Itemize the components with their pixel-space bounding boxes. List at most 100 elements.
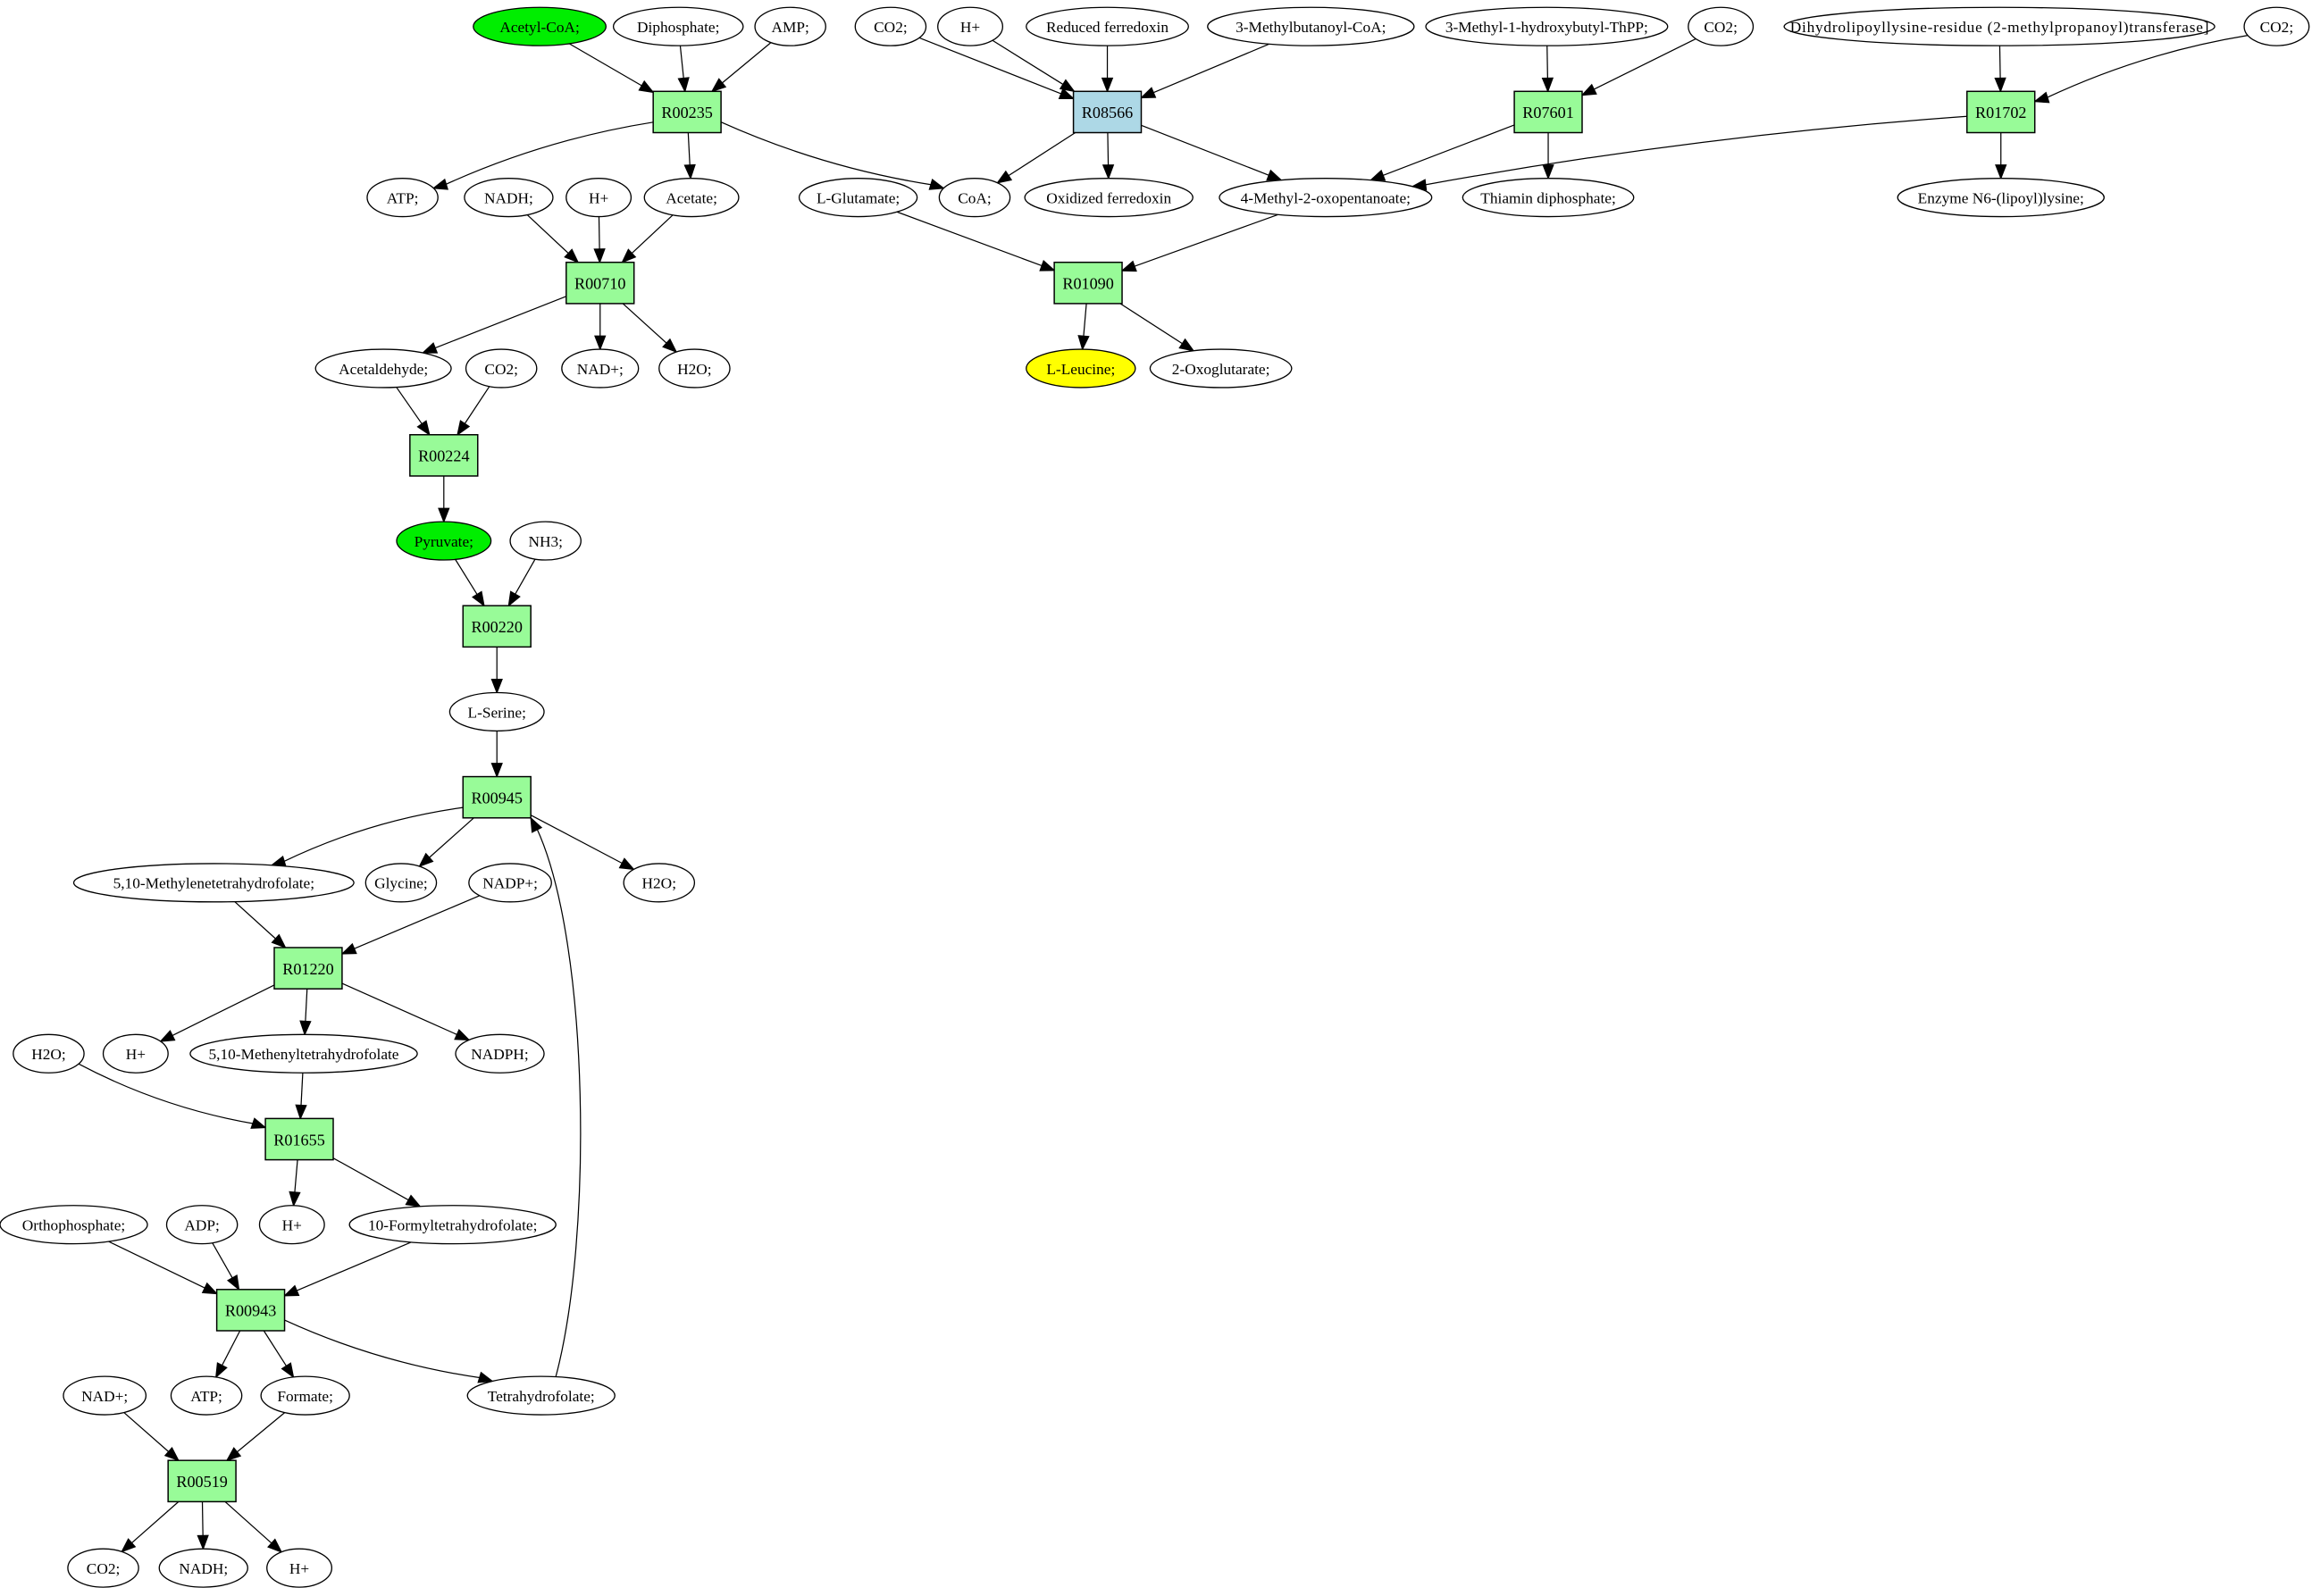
compound-node-oxferr[interactable]: Oxidized ferredoxin xyxy=(1024,177,1194,218)
edge-c_lserine-to-R00945 xyxy=(490,731,503,779)
compound-node-amp[interactable]: AMP; xyxy=(754,6,826,46)
reaction-label: R01655 xyxy=(273,1131,324,1149)
compound-label: NH3; xyxy=(528,533,562,550)
compound-node-co2_d[interactable]: CO2; xyxy=(465,348,538,389)
compound-node-acetate[interactable]: Acetate; xyxy=(643,177,740,218)
reaction-box xyxy=(1966,90,2036,134)
compound-node-3mhbthpp[interactable]: 3-Methyl-1-hydroxybutyl-ThPP; xyxy=(1425,6,1669,46)
compound-node-thiamindp[interactable]: Thiamin diphosphate; xyxy=(1462,177,1635,218)
edge-line xyxy=(514,558,536,597)
reaction-node-R01090[interactable]: R01090 xyxy=(1053,261,1123,305)
compound-node-orthophosphate[interactable]: Orthophosphate; xyxy=(0,1205,148,1245)
compound-node-2oxoglut[interactable]: 2-Oxoglutarate; xyxy=(1149,348,1293,389)
compound-node-hplus_d[interactable]: H+ xyxy=(258,1205,325,1245)
compound-node-4m2op[interactable]: 4-Methyl-2-oxopentanoate; xyxy=(1219,177,1433,218)
reaction-node-R00235[interactable]: R00235 xyxy=(652,90,722,134)
compound-node-coa[interactable]: CoA; xyxy=(938,177,1011,218)
compound-node-atp_a[interactable]: ATP; xyxy=(366,177,439,218)
arrowhead-icon xyxy=(457,420,471,437)
compound-label: NADPH; xyxy=(471,1046,528,1063)
compound-node-dihydrolipo[interactable]: Dihydrolipoyllysine-residue (2-methylpro… xyxy=(1783,6,2216,46)
compound-node-pyruvate[interactable]: Pyruvate; xyxy=(396,521,492,561)
compound-node-nadh_b[interactable]: NADH; xyxy=(158,1548,248,1588)
compound-node-hplus_b[interactable]: H+ xyxy=(565,177,632,218)
compound-ellipse xyxy=(561,348,640,389)
compound-node-lglutamate[interactable]: L-Glutamate; xyxy=(798,177,918,218)
compound-node-510methylene[interactable]: 5,10-Methylenetetrahydrofolate; xyxy=(72,863,355,903)
reaction-node-R00943[interactable]: R00943 xyxy=(215,1289,286,1332)
compound-node-redferr[interactable]: Reduced ferredoxin xyxy=(1026,6,1189,46)
compound-node-co2_c[interactable]: CO2; xyxy=(2243,6,2310,46)
compound-node-hplus_a[interactable]: H+ xyxy=(937,6,1004,46)
compound-node-hplus_c[interactable]: H+ xyxy=(102,1033,169,1074)
compound-label: Reduced ferredoxin xyxy=(1046,19,1169,36)
compound-node-atp_b[interactable]: ATP; xyxy=(170,1375,243,1416)
compound-node-diphosphate[interactable]: Diphosphate; xyxy=(612,6,744,46)
reaction-box xyxy=(264,1117,334,1161)
edge-line xyxy=(427,817,474,859)
arrowhead-icon xyxy=(214,1362,228,1379)
compound-node-formate[interactable]: Formate; xyxy=(260,1375,350,1416)
compound-node-leucine[interactable]: L-Leucine; xyxy=(1026,348,1136,389)
edge-line xyxy=(235,1412,286,1454)
reaction-node-R00945[interactable]: R00945 xyxy=(462,775,532,819)
reaction-node-R07601[interactable]: R07601 xyxy=(1513,90,1583,134)
reaction-node-R01655[interactable]: R01655 xyxy=(264,1117,334,1161)
edge-line xyxy=(2046,35,2249,99)
edge-c_adp-to-R00943 xyxy=(212,1242,240,1291)
edge-c_pyruvate-to-R00220 xyxy=(455,559,485,607)
reaction-node-R08566[interactable]: R08566 xyxy=(1072,90,1143,134)
arrowhead-icon xyxy=(1178,338,1195,352)
compound-node-nadplus_a[interactable]: NAD+; xyxy=(561,348,640,389)
compound-node-nadpplus[interactable]: NADP+; xyxy=(468,863,552,903)
edge-c_co2_c-to-R01702 xyxy=(2033,35,2249,104)
compound-node-adp[interactable]: ADP; xyxy=(165,1205,239,1245)
compound-node-acetylcoa[interactable]: Acetyl-CoA; xyxy=(473,6,607,46)
arrowhead-icon xyxy=(197,1534,209,1550)
compound-label: Glycine; xyxy=(374,875,428,892)
compound-node-lserine[interactable]: L-Serine; xyxy=(448,691,545,732)
compound-node-glycine[interactable]: Glycine; xyxy=(364,863,438,903)
edge-line xyxy=(720,42,772,85)
reaction-node-R00224[interactable]: R00224 xyxy=(409,434,479,477)
arrowhead-icon xyxy=(267,1538,283,1553)
compound-ellipse xyxy=(67,1548,139,1588)
compound-label: CO2; xyxy=(1704,19,1738,36)
compound-ellipse xyxy=(455,1033,545,1074)
compound-node-co2_b[interactable]: CO2; xyxy=(1688,6,1755,46)
compound-node-3mbcoa[interactable]: 3-Methylbutanoyl-CoA; xyxy=(1207,6,1415,46)
compound-ellipse xyxy=(464,177,554,218)
reaction-node-R01220[interactable]: R01220 xyxy=(273,947,343,990)
compound-node-nadh_a[interactable]: NADH; xyxy=(464,177,554,218)
compound-node-510methenyl[interactable]: 5,10-Methenyltetrahydrofolate xyxy=(189,1033,418,1074)
compound-node-co2_e[interactable]: CO2; xyxy=(67,1548,139,1588)
compound-node-co2_a[interactable]: CO2; xyxy=(854,6,927,46)
compound-node-thf[interactable]: Tetrahydrofolate; xyxy=(466,1375,616,1416)
reaction-box xyxy=(273,947,343,990)
reaction-label: R00224 xyxy=(418,447,469,465)
compound-node-h2o_c[interactable]: H2O; xyxy=(13,1033,85,1074)
compound-node-nadph[interactable]: NADPH; xyxy=(455,1033,545,1074)
edge-c_h2o_c-to-R01655 xyxy=(78,1063,267,1129)
reaction-label: R01702 xyxy=(1975,104,2026,121)
compound-ellipse xyxy=(754,6,826,46)
reaction-node-R01702[interactable]: R01702 xyxy=(1966,90,2036,134)
compound-node-acetaldehyde[interactable]: Acetaldehyde; xyxy=(314,348,452,389)
compound-node-hplus_e[interactable]: H+ xyxy=(266,1548,333,1588)
edge-line xyxy=(263,1330,288,1368)
reaction-label: R00945 xyxy=(471,790,522,807)
reaction-label: R08566 xyxy=(1082,104,1133,121)
reaction-node-R00710[interactable]: R00710 xyxy=(565,261,635,305)
compound-node-h2o_b[interactable]: H2O; xyxy=(623,863,696,903)
arrowhead-icon xyxy=(225,1447,242,1462)
compound-node-10formyl[interactable]: 10-Formyltetrahydrofolate; xyxy=(348,1205,557,1245)
arrowhead-icon xyxy=(299,1020,312,1037)
compound-node-nadplus_b[interactable]: NAD+; xyxy=(63,1375,147,1416)
compound-node-h2o_a[interactable]: H2O; xyxy=(658,348,731,389)
reaction-node-R00519[interactable]: R00519 xyxy=(167,1459,237,1503)
edge-c_510methylene-to-R01220 xyxy=(234,901,287,949)
compound-node-enzn6[interactable]: Enzyme N6-(lipoyl)lysine; xyxy=(1897,177,2105,218)
compound-label: H2O; xyxy=(642,875,676,892)
reaction-node-R00220[interactable]: R00220 xyxy=(462,605,532,648)
compound-node-nh3[interactable]: NH3; xyxy=(509,521,582,561)
